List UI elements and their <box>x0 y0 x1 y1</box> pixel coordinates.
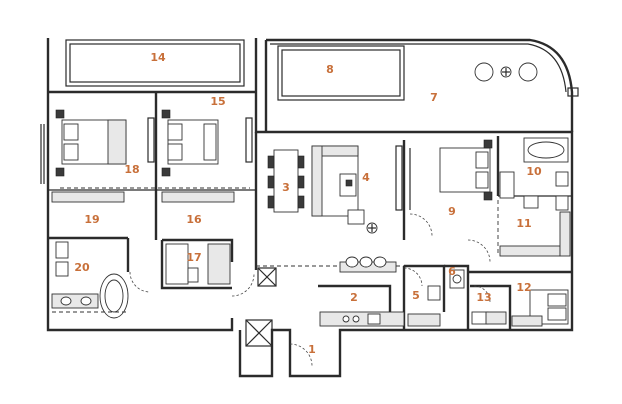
bed-room-9 <box>439 139 493 201</box>
lift-entry <box>245 319 273 347</box>
bath-room-10 <box>499 137 569 211</box>
balcony-chairs <box>474 62 538 82</box>
bath-room-20 <box>51 241 129 319</box>
bath-room-17 <box>165 243 231 285</box>
room-label-18: 18 <box>124 163 139 176</box>
room-label-3: 3 <box>282 181 290 194</box>
room-label-8: 8 <box>326 63 334 76</box>
bath-room-5-6 <box>407 269 465 327</box>
room-label-6: 6 <box>448 265 456 278</box>
room-label-20: 20 <box>74 261 90 274</box>
closet-11 <box>499 211 571 257</box>
room-label-13: 13 <box>476 291 491 304</box>
room-label-17: 17 <box>186 251 201 264</box>
room-label-19: 19 <box>84 213 99 226</box>
doors <box>129 213 491 367</box>
dining-table <box>267 149 305 213</box>
sofa-set <box>311 145 403 234</box>
room-label-9: 9 <box>448 205 456 218</box>
balcony-right <box>264 38 579 132</box>
room-label-1: 1 <box>308 343 316 356</box>
room-label-14: 14 <box>150 51 166 64</box>
kitchen <box>319 256 405 327</box>
balcony-left <box>46 38 258 92</box>
room-label-2: 2 <box>350 291 358 304</box>
bath-room-13 <box>471 311 507 325</box>
bed-room-15 <box>161 109 253 177</box>
room-label-15: 15 <box>210 95 225 108</box>
room-label-5: 5 <box>412 289 420 302</box>
room-label-10: 10 <box>526 165 542 178</box>
room-label-16: 16 <box>186 213 202 226</box>
room-label-4: 4 <box>362 171 370 184</box>
bed-room-12 <box>511 289 569 327</box>
bed-room-18 <box>55 109 155 177</box>
room-label-12: 12 <box>516 281 531 294</box>
room-label-7: 7 <box>430 91 438 104</box>
closets <box>51 191 235 203</box>
outer-walls <box>40 90 574 378</box>
room-label-11: 11 <box>516 217 531 230</box>
